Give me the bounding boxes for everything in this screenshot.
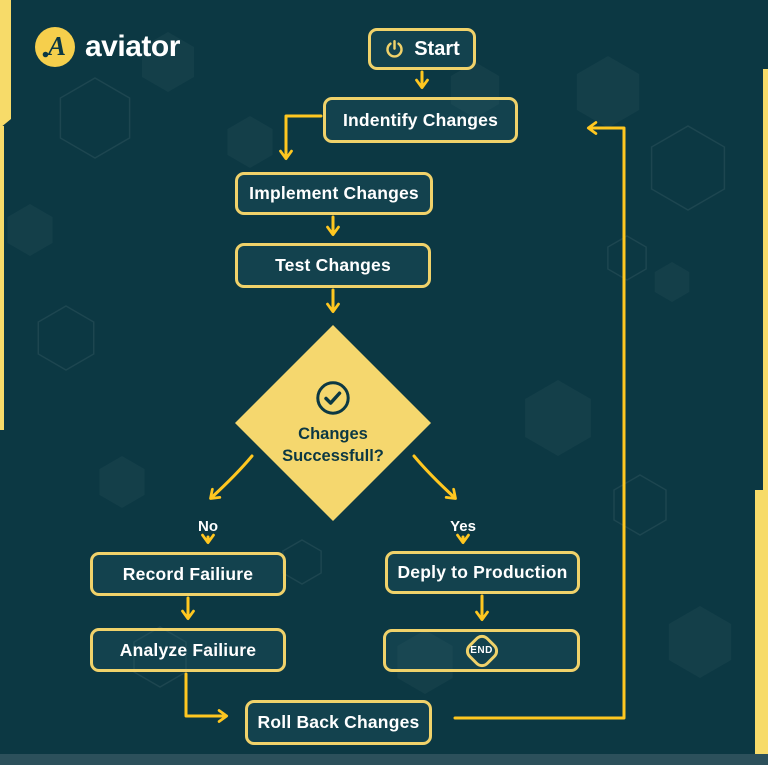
end-terminator-icon: END	[461, 630, 503, 672]
branch-label-yes: Yes	[450, 518, 476, 535]
bottom-accent-band	[0, 754, 768, 765]
decision-diamond-shape	[235, 325, 431, 521]
node-deploy: Deply to Production	[385, 551, 580, 594]
node-implement: Implement Changes	[235, 172, 433, 215]
left-edge-accent-thin	[0, 126, 4, 430]
end-label: END	[470, 645, 493, 656]
node-label: Test Changes	[275, 255, 391, 275]
svg-text:A: A	[46, 31, 66, 61]
power-icon	[386, 39, 403, 58]
node-identify: Indentify Changes	[323, 97, 518, 143]
decision-label-line1: Changes	[298, 424, 368, 443]
node-decision: Changes Successfull?	[234, 324, 432, 522]
right-edge-accent-thin	[763, 69, 768, 493]
node-rollback: Roll Back Changes	[245, 700, 432, 745]
node-label: Record Failiure	[122, 563, 254, 584]
node-label: Start	[414, 37, 460, 60]
left-edge-accent-top	[0, 0, 11, 128]
check-circle-icon	[316, 381, 350, 415]
right-edge-accent-wide	[755, 490, 768, 765]
node-analyze-failure: Analyze Failiure	[90, 628, 286, 672]
branch-label-no: No	[198, 518, 218, 535]
decision-label-line2: Successfull?	[282, 447, 384, 465]
node-label: Analyze Failiure	[119, 639, 257, 660]
brand-wordmark: aviator	[85, 30, 180, 63]
brand-logo: A aviator	[34, 26, 180, 68]
node-end: END	[383, 629, 580, 672]
node-label: Implement Changes	[249, 183, 419, 203]
aviator-plane-icon: A	[35, 27, 75, 67]
node-label: Deply to Production	[397, 562, 568, 582]
node-record-failure: Record Failiure	[90, 552, 286, 596]
node-start: Start	[368, 28, 476, 70]
node-label: Roll Back Changes	[257, 712, 420, 732]
node-label: Indentify Changes	[342, 109, 499, 130]
node-test: Test Changes	[235, 243, 431, 288]
